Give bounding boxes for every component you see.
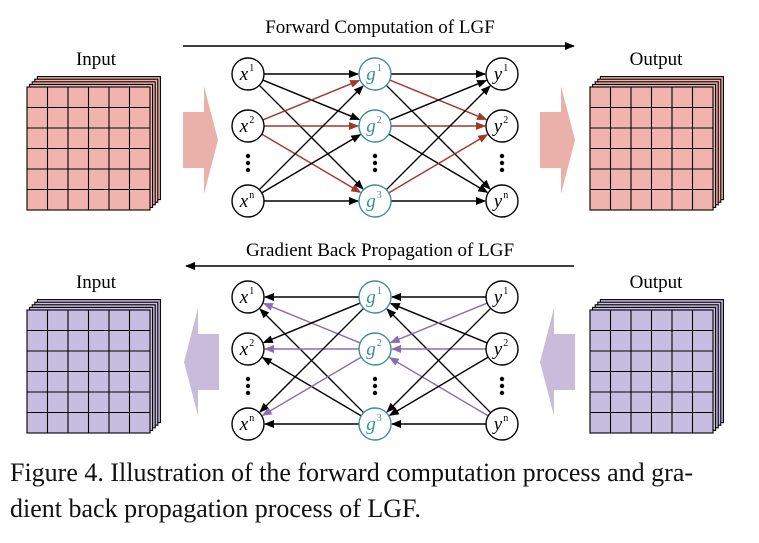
node-x-2: x2 xyxy=(231,332,265,366)
backward-output-flow-arrow xyxy=(540,308,575,416)
node-y-n: yn xyxy=(485,407,519,441)
g-ellipsis xyxy=(372,153,378,173)
backward-section: Gradient Back Propagation of LGF Input O… xyxy=(26,240,724,441)
forward-network: x1 g1 y1 x2 g2 y2 xn g3 yn xyxy=(231,57,519,218)
node-g-3: g3 xyxy=(358,407,392,441)
node-x-1: x1 xyxy=(231,280,265,314)
forward-title: Forward Computation of LGF xyxy=(265,17,495,38)
forward-output-label: Output xyxy=(630,49,684,70)
x-ellipsis xyxy=(245,376,251,396)
backward-input-label: Input xyxy=(76,272,117,293)
g-ellipsis xyxy=(372,376,378,396)
forward-section: Forward Computation of LGF Input Output … xyxy=(26,17,724,218)
forward-output-layer xyxy=(589,86,714,211)
forward-input-tensor xyxy=(26,76,161,211)
forward-output-tensor xyxy=(589,76,724,211)
edge-x-to-g xyxy=(258,85,364,191)
node-y-2: y2 xyxy=(485,109,519,143)
backward-input-layer xyxy=(26,309,151,434)
edge-x-to-g xyxy=(262,79,361,121)
backward-input-tensor xyxy=(26,299,161,434)
edge-g-to-x xyxy=(259,307,365,413)
node-x-1: x1 xyxy=(231,57,265,91)
node-x-n: xn xyxy=(231,407,265,441)
backward-output-label: Output xyxy=(630,272,684,293)
edge-g-to-x xyxy=(262,302,361,344)
node-y-2: y2 xyxy=(485,332,519,366)
node-x-2: x2 xyxy=(231,109,265,143)
caption-line-2: dient back propagation process of LGF. xyxy=(10,494,421,523)
backward-network: x1 g1 y1 x2 g2 y2 xn g3 yn xyxy=(231,280,519,441)
y-ellipsis xyxy=(499,376,505,396)
lgf-diagram: Forward Computation of LGF Input Output … xyxy=(26,17,724,441)
edge-y-to-g xyxy=(388,356,489,416)
edge-y-to-g xyxy=(386,307,492,413)
node-y-1: y1 xyxy=(485,57,519,91)
forward-output-flow-arrow xyxy=(540,86,575,194)
forward-input-layer xyxy=(26,86,151,211)
node-g-2: g2 xyxy=(358,109,392,143)
y-ellipsis xyxy=(499,153,505,173)
node-g-2: g2 xyxy=(358,332,392,366)
node-y-n: yn xyxy=(485,184,519,218)
forward-input-label: Input xyxy=(76,49,117,70)
edge-g-to-y xyxy=(389,79,488,121)
node-g-3: g3 xyxy=(358,184,392,218)
node-x-n: xn xyxy=(231,184,265,218)
x-ellipsis xyxy=(245,153,251,173)
backward-title: Gradient Back Propagation of LGF xyxy=(246,240,514,261)
backward-output-tensor xyxy=(589,299,724,434)
node-y-1: y1 xyxy=(485,280,519,314)
edge-x-to-g xyxy=(261,134,362,194)
edge-g-to-y xyxy=(388,134,489,194)
edge-g-to-y xyxy=(385,85,491,191)
backward-output-layer xyxy=(589,309,714,434)
caption-line-1: Figure 4. Illustration of the forward co… xyxy=(10,458,694,487)
backward-input-flow-arrow xyxy=(184,308,219,416)
node-g-1: g1 xyxy=(358,57,392,91)
edge-g-to-x xyxy=(261,356,362,416)
forward-input-flow-arrow xyxy=(183,86,218,194)
node-g-1: g1 xyxy=(358,280,392,314)
edge-y-to-g xyxy=(389,302,488,344)
figure-caption: Figure 4. Illustration of the forward co… xyxy=(10,455,750,527)
